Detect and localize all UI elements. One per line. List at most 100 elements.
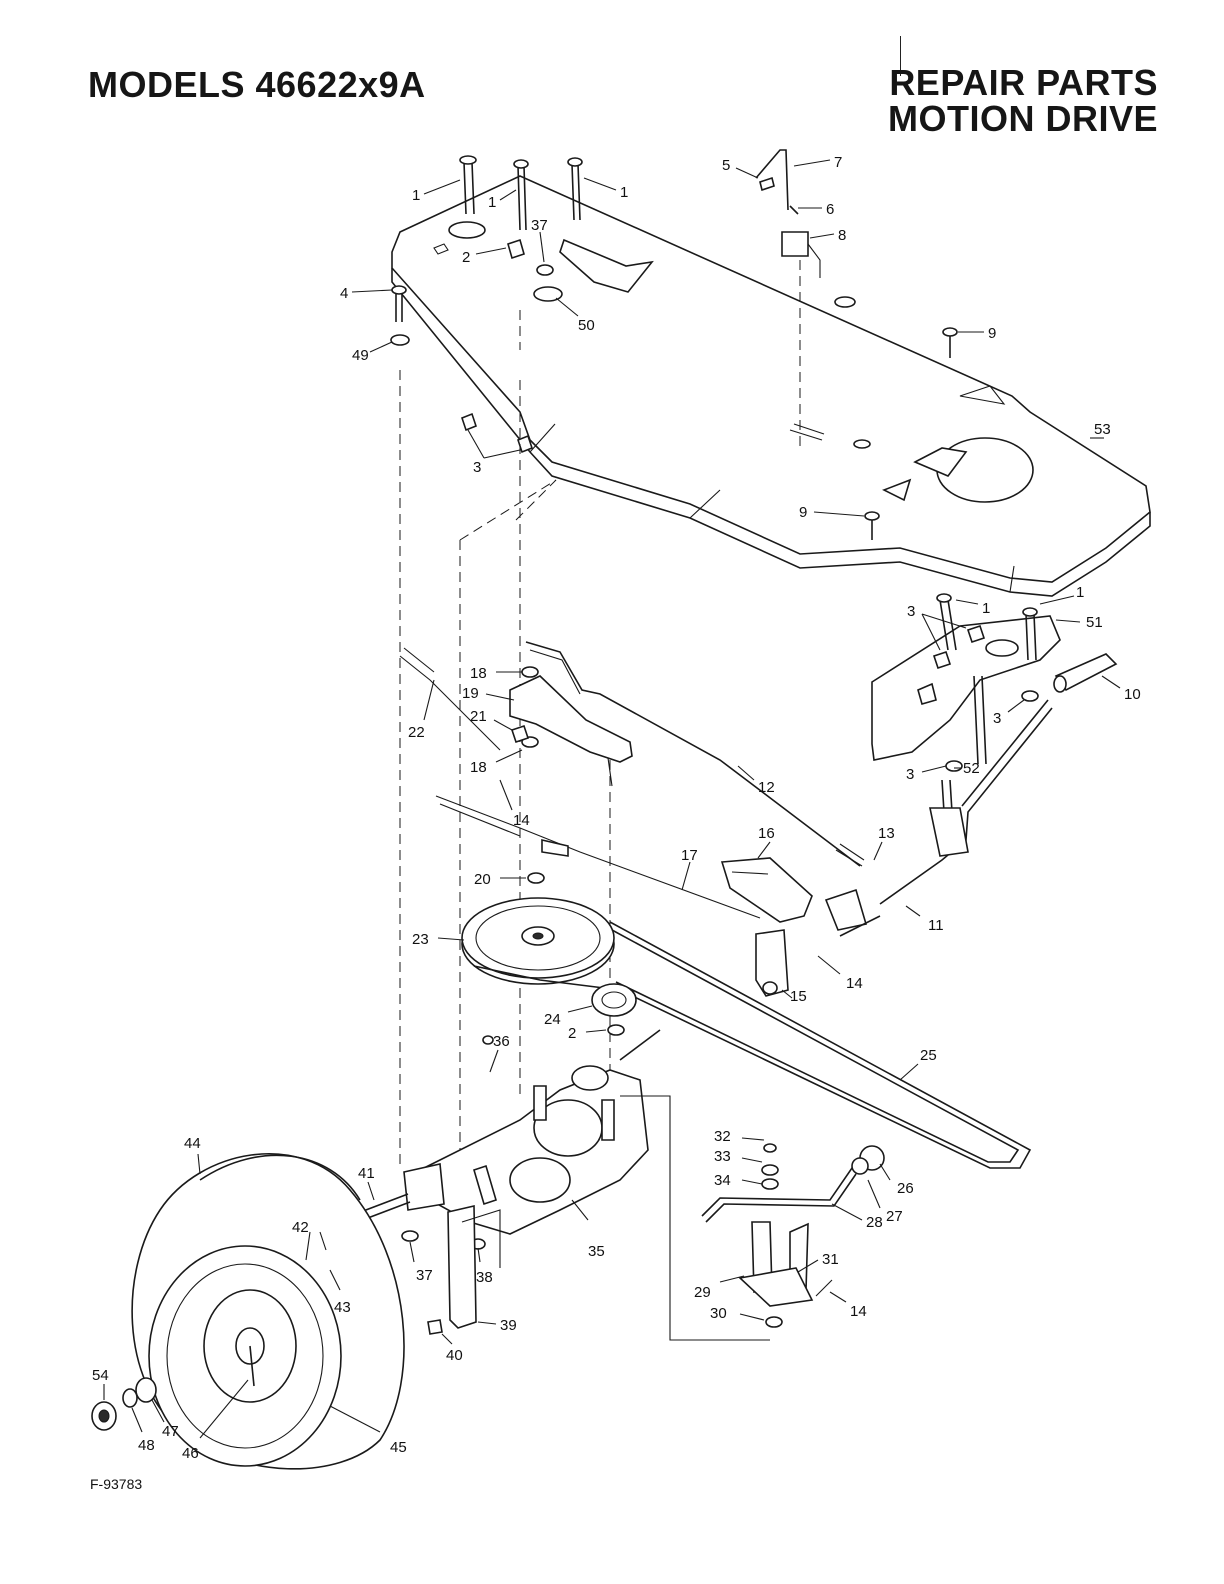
callout-label: 44: [184, 1135, 201, 1152]
callout-label: 40: [446, 1347, 463, 1364]
callout-label: 38: [476, 1269, 493, 1286]
callout: 20: [474, 871, 526, 888]
callout-label: 9: [988, 325, 996, 342]
callout: 13: [873, 825, 895, 861]
callout-label: 45: [390, 1439, 407, 1456]
callout-label: 7: [834, 154, 842, 171]
callout: 7: [793, 154, 842, 171]
callout-label: 2: [462, 249, 470, 266]
callout: 49: [352, 341, 393, 364]
callout: 10: [1101, 675, 1141, 703]
callout-label: 37: [531, 217, 548, 234]
callout: 2: [568, 1025, 607, 1042]
callout-label: 1: [488, 194, 496, 211]
callout: 31: [797, 1251, 839, 1273]
callout-label: 22: [408, 724, 425, 741]
callout: 38: [476, 1247, 493, 1286]
callout-label: 29: [694, 1284, 711, 1301]
callout: 53: [1090, 421, 1111, 439]
callout: 23: [412, 931, 465, 948]
callout: 48: [131, 1407, 155, 1454]
callout-label: 26: [897, 1180, 914, 1197]
lift-rod-assembly: [755, 149, 821, 278]
callout-label: 47: [162, 1423, 179, 1440]
callout-label: 33: [714, 1148, 731, 1165]
callout-label: 34: [714, 1172, 731, 1189]
callout: 27: [867, 1179, 903, 1225]
callout: 52: [954, 760, 980, 777]
callout: 40: [441, 1333, 463, 1364]
callout-label: 5: [722, 157, 730, 174]
callout: 16: [757, 825, 775, 859]
callout: 47: [151, 1399, 179, 1440]
callout-label: 6: [826, 201, 834, 218]
callout-label: 53: [1094, 421, 1111, 438]
callout-label: 24: [544, 1011, 561, 1028]
callout: 1: [488, 189, 517, 211]
bolts-top: [390, 155, 958, 540]
callout-label: 52: [963, 760, 980, 777]
callout-label: 15: [790, 988, 807, 1005]
callout-label: 50: [578, 317, 595, 334]
callout-label: 4: [340, 285, 348, 302]
callout-label: 43: [334, 1299, 351, 1316]
callout: 29: [694, 1275, 745, 1301]
cable-22-and-bracket-19: [399, 647, 633, 787]
callout-label: 2: [568, 1025, 576, 1042]
callout-label: 31: [822, 1251, 839, 1268]
callout: 39: [477, 1317, 517, 1334]
shift-lever: [620, 1095, 885, 1341]
callout: 37: [409, 1241, 433, 1284]
callout: 22: [408, 679, 435, 741]
callout-label: 49: [352, 347, 369, 364]
callout: 3: [906, 765, 947, 783]
cable-17-and-bracket-16: [435, 795, 813, 923]
callout: 45: [329, 1405, 407, 1456]
brake-rod: [427, 1204, 501, 1335]
callout: 11: [905, 905, 944, 934]
callout-label: 3: [473, 459, 481, 476]
callout: 17: [681, 847, 698, 891]
callout-label: 19: [462, 685, 479, 702]
callout-label: 13: [878, 825, 895, 842]
callout: 9: [958, 325, 996, 342]
callout: 9: [799, 504, 865, 521]
callout: 8: [809, 227, 846, 244]
frame-plate: [391, 175, 1151, 597]
callout: 1: [955, 599, 990, 617]
callout: 18: [470, 665, 522, 682]
callout-label: 11: [928, 917, 944, 934]
callout: 1: [583, 177, 628, 201]
callout: 24: [544, 1005, 593, 1028]
callout: 51: [1055, 614, 1103, 631]
callout: 36: [489, 1033, 510, 1073]
figure-code: F-93783: [90, 1476, 143, 1492]
callout: 19: [462, 685, 515, 702]
callout: 5: [722, 157, 759, 179]
callout-label: 30: [710, 1305, 727, 1322]
callout-label: 25: [920, 1047, 937, 1064]
callout: 26: [879, 1163, 914, 1197]
callout: 3: [993, 699, 1025, 727]
shaft-and-bracket: [755, 699, 1053, 997]
callout-label: 3: [907, 603, 915, 620]
callouts: 1 1 1 2 37 4 50 49 3 5 7 6 8 9 53 9 1 3 …: [92, 154, 1141, 1462]
callout: 30: [710, 1305, 765, 1322]
callout: 37: [531, 217, 548, 263]
callout-label: 8: [838, 227, 846, 244]
pulley-and-belt: [461, 872, 1032, 1169]
callout-label: 37: [416, 1267, 433, 1284]
callout-label: 18: [470, 665, 487, 682]
callout: 3: [907, 603, 967, 651]
callout-label: 1: [1076, 584, 1084, 601]
title-repair-parts: REPAIR PARTS: [889, 62, 1158, 103]
callout-label: 14: [850, 1303, 867, 1320]
callout-label: 9: [799, 504, 807, 521]
callout-label: 32: [714, 1128, 731, 1145]
callout-label: 48: [138, 1437, 155, 1454]
callout: 43: [329, 1269, 351, 1316]
callout-label: 36: [493, 1033, 510, 1050]
callout-label: 39: [500, 1317, 517, 1334]
